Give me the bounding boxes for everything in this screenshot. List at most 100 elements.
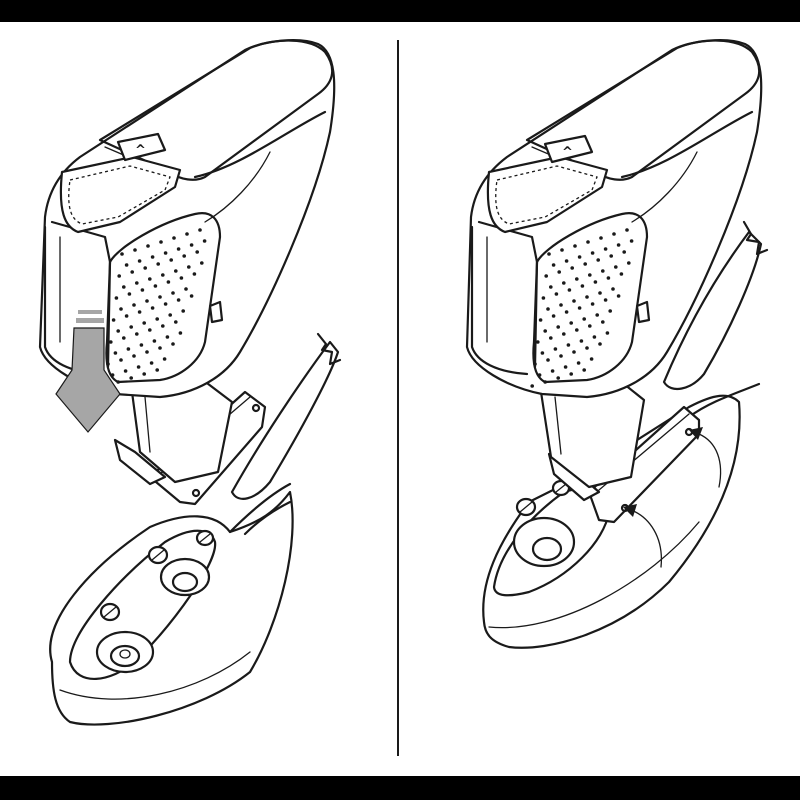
perforation-dot — [174, 320, 178, 324]
perforation-dot — [159, 240, 163, 244]
perforation-dot — [120, 252, 124, 256]
perforation-dot — [155, 368, 159, 372]
perforation-dot — [176, 247, 181, 251]
perforation-dot — [556, 376, 560, 380]
step-1-panel: ^ — [0, 22, 397, 776]
lid-button-glyph: ^ — [562, 145, 573, 160]
perforation-dot — [549, 285, 553, 289]
perforation-dot — [627, 261, 631, 265]
perforation-dot — [153, 284, 158, 288]
perforation-dot — [551, 263, 556, 267]
perforation-dot — [135, 281, 139, 285]
perforation-dot — [566, 343, 571, 347]
perforation-dot — [165, 335, 170, 339]
screw-arrow-lower — [630, 509, 663, 568]
perforation-dot — [588, 324, 592, 328]
perforation-dot — [202, 239, 207, 243]
perforation-dot — [616, 243, 621, 247]
cup-holder-front — [95, 630, 155, 674]
perforation-dot — [114, 296, 119, 300]
perforation-dot — [158, 295, 162, 299]
perforation-dot — [588, 273, 592, 277]
perforation-dot — [556, 325, 560, 329]
perforation-dot — [580, 284, 585, 288]
perforation-dot — [551, 314, 556, 318]
perforation-dot — [595, 313, 599, 317]
screw-arrows — [623, 427, 722, 568]
perforation-dot — [132, 354, 136, 358]
perforation-dot — [111, 318, 116, 322]
perforation-dot — [130, 270, 134, 274]
perforation-dot — [579, 339, 584, 343]
perforation-dot — [543, 329, 547, 333]
perforation-dot — [603, 247, 608, 251]
perforation-dot — [109, 340, 113, 344]
perforation-dot — [142, 372, 146, 376]
perforation-dot — [536, 340, 540, 344]
perforation-dot — [122, 336, 126, 340]
perforation-dot — [146, 244, 150, 248]
perforation-dot — [572, 299, 576, 303]
lid-button-glyph: ^ — [135, 143, 146, 158]
perforation-dot — [142, 321, 146, 325]
perforation-dot — [169, 258, 173, 262]
perforation-dot — [562, 332, 566, 336]
perforation-dot — [612, 232, 616, 236]
perforated-panel — [103, 228, 207, 388]
perforation-dot — [598, 291, 602, 295]
perforation-dot — [178, 331, 183, 335]
perforation-dot — [163, 251, 168, 255]
perforation-dot — [572, 350, 576, 354]
perforation-dot — [143, 266, 147, 270]
perforation-dot — [541, 296, 546, 300]
perforation-dot — [549, 336, 553, 340]
perforation-dot — [179, 276, 184, 280]
perforation-dot — [559, 303, 563, 307]
perforation-dot — [557, 270, 561, 274]
perforation-dot — [163, 302, 168, 306]
perforation-dot — [116, 380, 120, 384]
perforation-dot — [582, 317, 586, 321]
perforation-dot — [123, 369, 128, 373]
panel-divider — [397, 40, 399, 756]
perforation-dot — [150, 255, 155, 259]
perforation-dot — [162, 357, 167, 361]
perforation-dot — [122, 285, 126, 289]
step-1-illustration: ^ — [38, 39, 342, 726]
perforation-dot — [575, 328, 579, 332]
perforation-dot — [598, 342, 602, 346]
perforation-dot — [150, 306, 155, 310]
perforation-dot — [133, 248, 137, 252]
perforation-dot — [605, 331, 610, 335]
perforation-dot — [124, 314, 129, 318]
perforation-dot — [140, 288, 145, 292]
perforation-dot — [564, 259, 569, 263]
screw-hole-icon — [99, 529, 215, 622]
perforation-dot — [126, 347, 131, 351]
perforation-dot — [168, 313, 172, 317]
perforation-dot — [544, 274, 548, 278]
perforation-dot — [132, 303, 136, 307]
perforation-dot — [573, 244, 577, 248]
perforation-dot — [590, 251, 595, 255]
perforation-dot — [577, 306, 582, 310]
perforation-dot — [135, 332, 139, 336]
perforation-dot — [554, 292, 559, 296]
perforation-dot — [129, 325, 133, 329]
perforation-dot — [586, 240, 590, 244]
perforation-dot — [530, 384, 534, 388]
perforation-dot — [171, 291, 175, 295]
perforation-dot — [603, 298, 608, 302]
perforation-dot — [106, 362, 110, 366]
perforation-dot — [616, 294, 621, 298]
perforation-dot — [550, 369, 555, 373]
arrow-icon — [689, 427, 703, 440]
perforation-dot — [148, 328, 152, 332]
perforation-dot — [540, 351, 545, 355]
perforation-dot — [537, 373, 542, 377]
perforation-dot — [200, 261, 204, 265]
top-frame-bar — [0, 0, 800, 22]
perforation-dot — [172, 236, 176, 240]
perforation-dot — [127, 292, 132, 296]
